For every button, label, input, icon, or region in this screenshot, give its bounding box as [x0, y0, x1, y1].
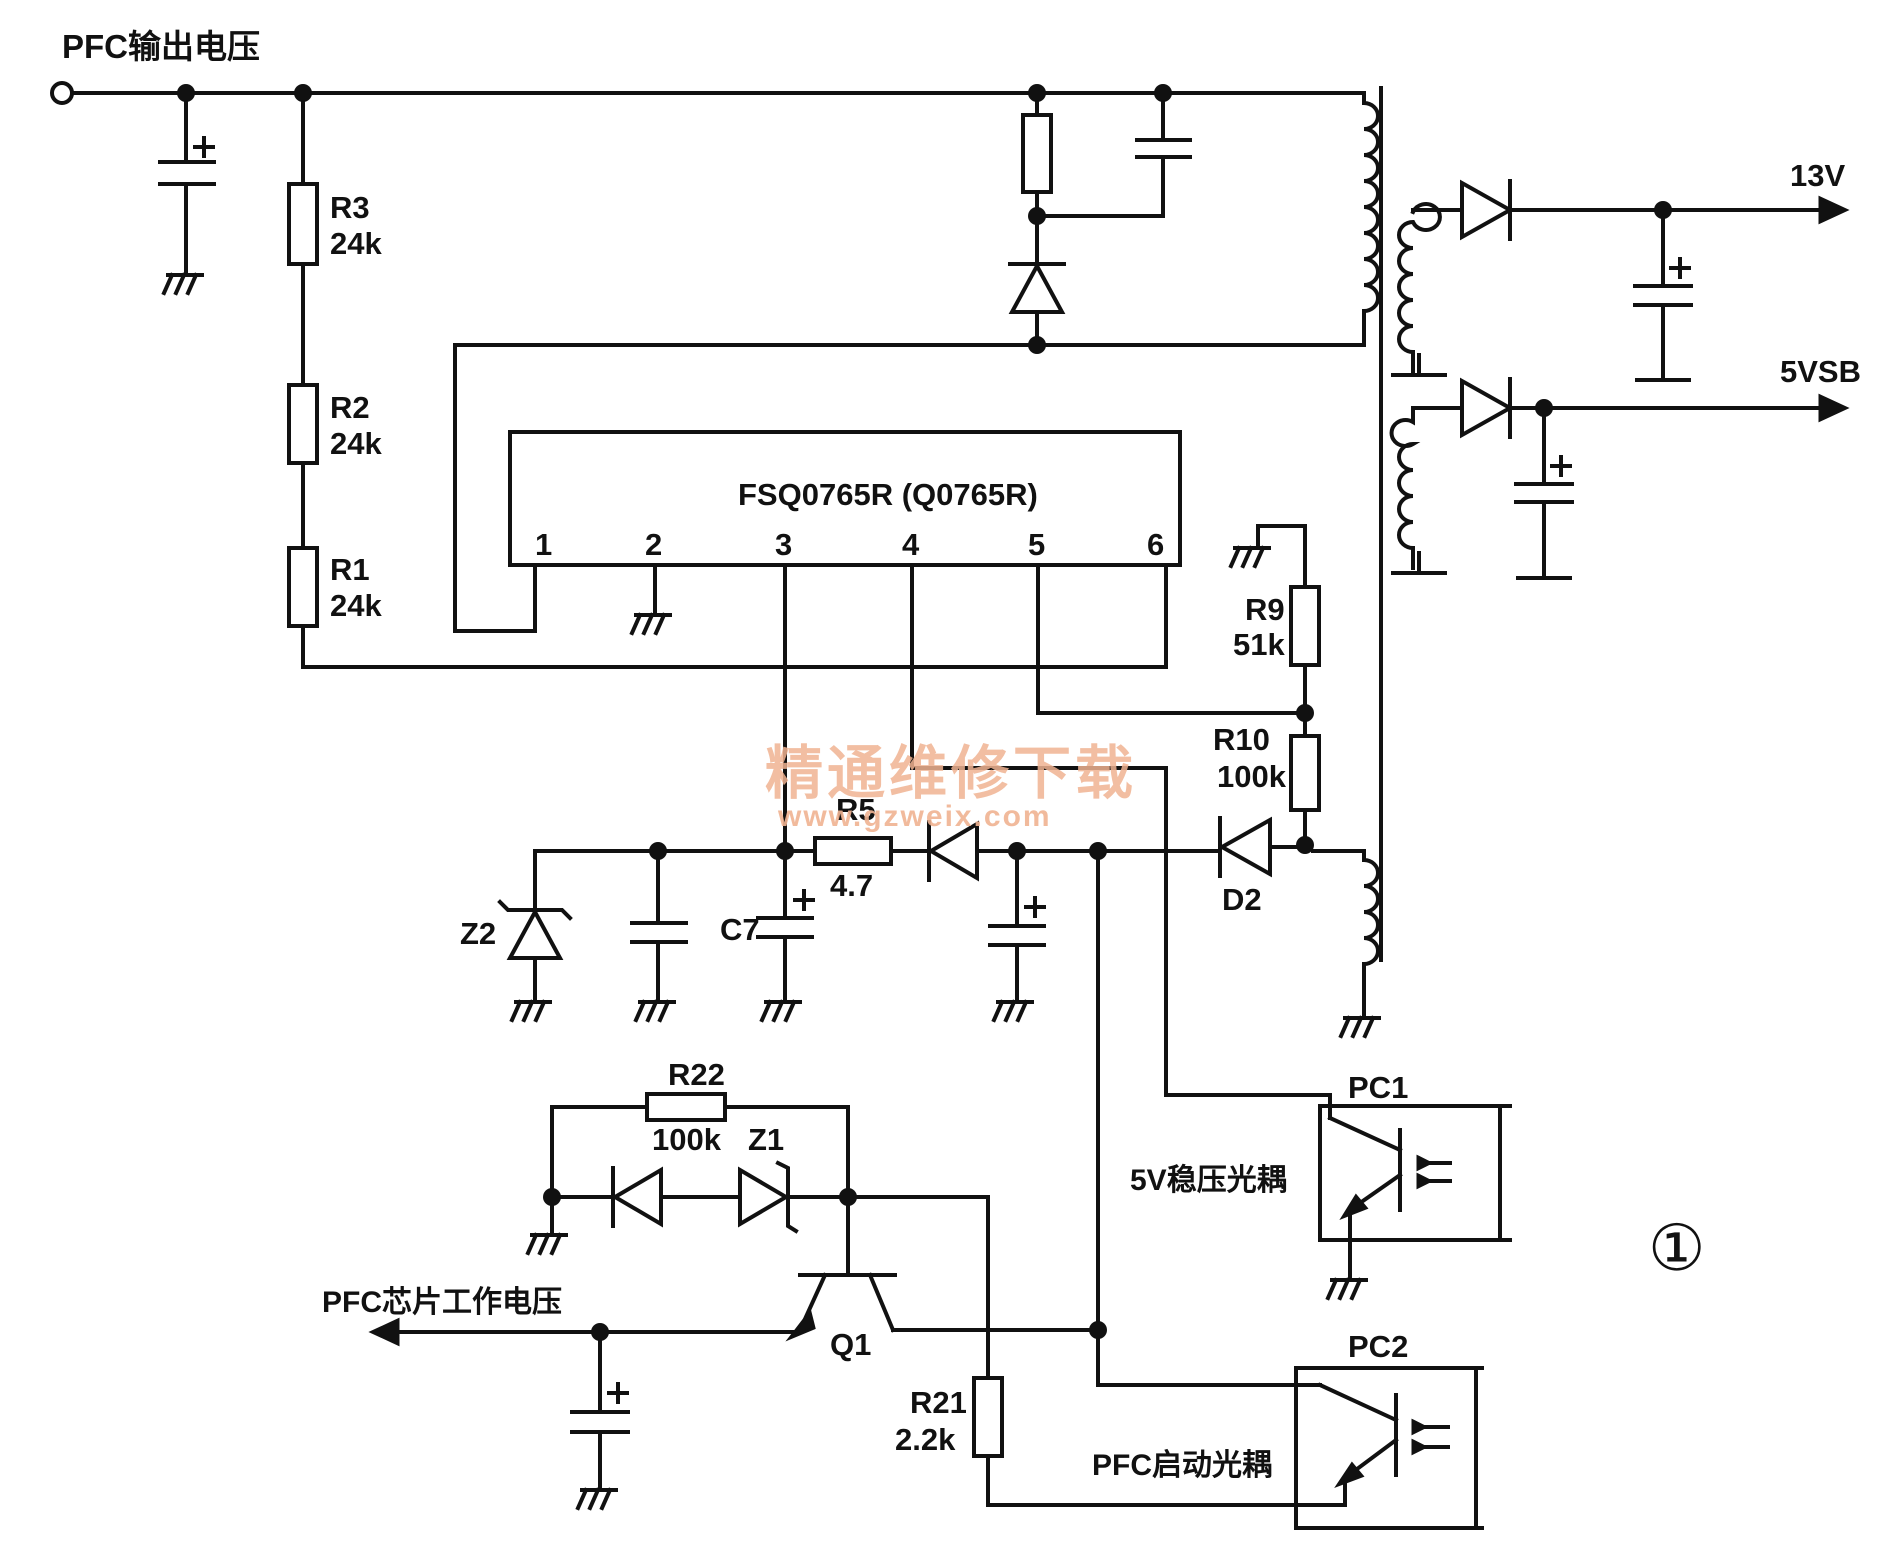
- pc1-box: [1318, 1104, 1502, 1242]
- text-labels: PFC输出电压 13V 5VSB FSQ0765R (Q0765R) 1 2 3…: [62, 28, 1861, 1482]
- diode-d2: [1217, 816, 1272, 878]
- r10-ref: R10: [1213, 722, 1270, 757]
- feedback-divider: [1217, 524, 1321, 878]
- r2-value: 24k: [330, 426, 382, 461]
- resistor-r2: [287, 383, 319, 465]
- resistor-r1: [287, 546, 319, 628]
- q1-ref: Q1: [830, 1327, 871, 1362]
- pc1-ref: PC1: [1348, 1070, 1408, 1105]
- diode-5vsb: [1460, 377, 1515, 439]
- pc2-description: PFC启动光耦: [1092, 1449, 1272, 1482]
- diode-vcc: [927, 820, 979, 882]
- figure-number: ①: [1648, 1212, 1705, 1286]
- pin-6-label: 6: [1147, 527, 1164, 562]
- watermark: 精通维修下载 www.gzweix.com: [765, 741, 1137, 833]
- r22-value: 100k: [652, 1122, 722, 1157]
- resistor-r10: [1289, 734, 1321, 812]
- resistor-r5: [813, 836, 893, 866]
- output-5vsb-section: [1460, 377, 1850, 580]
- label-13v: 13V: [1790, 158, 1845, 193]
- r9-ref: R9: [1245, 592, 1285, 627]
- watermark-url: www.gzweix.com: [777, 800, 1052, 833]
- r2-ref: R2: [330, 390, 370, 425]
- pin-2-label: 2: [645, 527, 662, 562]
- label-pfc-chip-voltage: PFC芯片工作电压: [322, 1286, 562, 1319]
- ic-fsq0765r: [508, 430, 1332, 1097]
- r10-value: 100k: [1217, 759, 1287, 794]
- resistor-r22: [645, 1092, 727, 1122]
- z2-ref: Z2: [460, 916, 496, 951]
- r21-ref: R21: [910, 1385, 967, 1420]
- label-pfc-output-voltage: PFC输出电压: [62, 28, 260, 65]
- pc2-box: [1294, 1366, 1478, 1530]
- z1-ref: Z1: [748, 1122, 784, 1157]
- ic-body: [508, 430, 1182, 567]
- resistor-r9: [1289, 585, 1321, 667]
- arrow-13v: [1818, 195, 1850, 225]
- input-terminal: [50, 81, 74, 105]
- diode-13v: [1460, 179, 1515, 241]
- output-13v-section: [1460, 179, 1850, 382]
- transformer: [453, 86, 1464, 1038]
- r1-ref: R1: [330, 552, 370, 587]
- c7-ref: C7: [720, 912, 760, 947]
- label-5vsb: 5VSB: [1780, 354, 1861, 389]
- pin-3-label: 3: [775, 527, 792, 562]
- watermark-cn: 精通维修下载: [765, 741, 1137, 806]
- r5-value: 4.7: [830, 868, 873, 903]
- r21-value: 2.2k: [895, 1422, 956, 1457]
- resistor-r3: [287, 182, 319, 266]
- optocoupler-pc2: [1294, 1366, 1484, 1530]
- arrow-5vsb: [1818, 393, 1850, 423]
- pc1-description: 5V稳压光耦: [1130, 1164, 1287, 1197]
- r22-ref: R22: [668, 1057, 725, 1092]
- resistor-r21: [972, 1376, 1004, 1458]
- r3-value: 24k: [330, 226, 382, 261]
- snubber-section: [1008, 91, 1192, 354]
- pin-4-label: 4: [902, 527, 920, 562]
- pin-5-label: 5: [1028, 527, 1045, 562]
- r9-value: 51k: [1233, 627, 1285, 662]
- snubber-diode: [1008, 261, 1066, 314]
- r3-ref: R3: [330, 190, 370, 225]
- r5-ref: R5: [836, 792, 876, 827]
- pc2-ref: PC2: [1348, 1329, 1408, 1364]
- input-capacitor: [158, 91, 216, 295]
- pfc-input-section: [50, 81, 1366, 669]
- r1-value: 24k: [330, 588, 382, 623]
- snubber-resistor: [1021, 113, 1053, 194]
- pin-1-label: 1: [535, 527, 552, 562]
- ic-name: FSQ0765R (Q0765R): [738, 477, 1038, 512]
- optocoupler-pc1: [1318, 1093, 1512, 1300]
- diode-series: [611, 1166, 663, 1228]
- d2-ref: D2: [1222, 882, 1262, 917]
- vcc-rail: [497, 820, 1322, 1387]
- q1-control-section: [368, 1092, 1347, 1510]
- zener-z2: [506, 907, 564, 960]
- zener-z1: [738, 1166, 790, 1228]
